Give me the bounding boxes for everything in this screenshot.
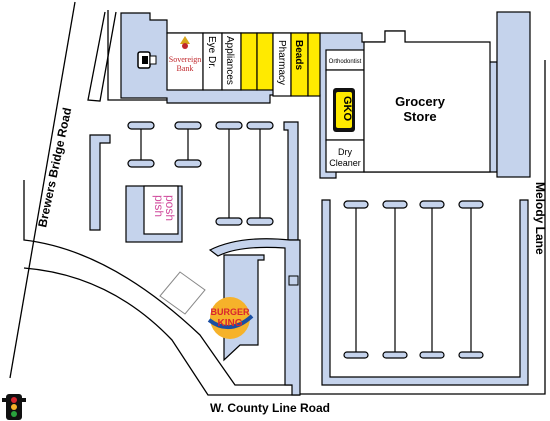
dry-cleaner-label-1: Dry (338, 147, 352, 157)
eye-label: Eye Dr. (206, 36, 217, 69)
bank-name-1: Sovereign (169, 55, 201, 64)
pishposh-store (143, 185, 179, 235)
beads-label: Beads (293, 40, 304, 70)
road-label-east: Melody Lane (533, 182, 547, 255)
traffic-light-icon (2, 394, 26, 420)
appliances-label: Appliances (224, 36, 235, 85)
grocery-store (363, 30, 491, 173)
vacant-store-1 (240, 32, 258, 91)
bk-island (288, 275, 299, 286)
west-parking-islands (89, 121, 299, 241)
east-parking-strip (496, 11, 531, 178)
bank-logo-icon (180, 36, 190, 49)
bank-name-2: Bank (177, 64, 194, 73)
vacant-store-3 (307, 32, 321, 97)
outbuilding (159, 271, 206, 315)
grocery-label-1: Grocery (395, 94, 446, 109)
grocery-label-2: Store (403, 109, 436, 124)
vacant-store-2 (256, 32, 274, 91)
road-label-west: Brewers Bridge Road (35, 106, 74, 228)
pishposh-label-2: posh (163, 195, 177, 221)
burger-king-logo: BURGER KING (207, 297, 254, 339)
road-lines (9, 1, 546, 396)
gko-label: GKO (341, 96, 353, 122)
pharmacy-label: Pharmacy (276, 40, 287, 85)
dry-cleaner-label-2: Cleaner (329, 158, 361, 168)
bk-label-1: BURGER (210, 307, 250, 317)
bk-label-2: KING (218, 318, 243, 329)
pishposh-label-1: pish (152, 195, 166, 217)
dry-cleaner-store (325, 139, 365, 173)
bk-drive-lane (208, 238, 301, 396)
atm-icon (137, 51, 157, 69)
orthodontist-label: Orthodontist (329, 59, 362, 65)
southeast-parking-islands (343, 200, 484, 359)
road-label-south: W. County Line Road (210, 401, 330, 415)
southeast-parking-curb (321, 199, 529, 386)
